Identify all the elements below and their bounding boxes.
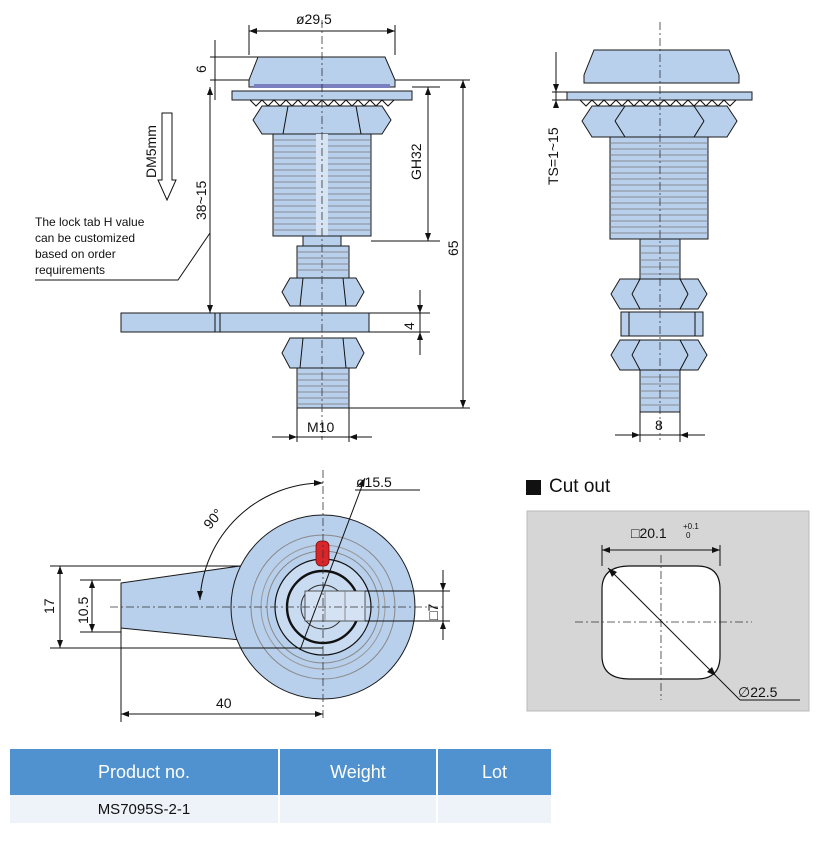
cutout-tol-lower: 0 (686, 531, 691, 540)
front-bottom-thread (296, 367, 350, 409)
side-head (583, 49, 740, 84)
table-row: MS7095S-2-1 (10, 795, 551, 823)
dim-top-diameter: ø15.5 (356, 474, 392, 490)
header-lot: Lot (436, 749, 551, 795)
dim-tab-range: 38~15 (193, 180, 209, 220)
top-view: 90° ø15.5 17 10.5 □7 40 (41, 470, 450, 722)
dim-total: 65 (445, 240, 461, 256)
black-square-icon (526, 479, 541, 495)
dim-head-height: 6 (193, 65, 209, 73)
front-upper-nut (281, 277, 365, 307)
cutout-heading: Cut out (526, 476, 610, 498)
side-lock-tab (620, 311, 704, 337)
dim-square: □7 (425, 604, 441, 620)
cutout-title: Cut out (549, 476, 611, 497)
top-red-marker (315, 540, 330, 567)
dim-angle: 90° (200, 505, 226, 532)
front-view: ø29.5 6 DM5mm 38~15 The lock tab H value… (35, 11, 470, 442)
dim-height-inner: 10.5 (75, 597, 91, 624)
dim-side-width: 8 (655, 417, 663, 433)
side-threaded-body (609, 136, 709, 240)
cutout-panel: □20.1 +0.1 0 ∅22.5 (526, 510, 810, 712)
cell-product-no: MS7095S-2-1 (10, 795, 280, 823)
front-shaft-thread (296, 245, 350, 279)
product-table: Product no. Weight Lot MS7095S-2-1 (10, 749, 551, 823)
dim-tab-thickness: 4 (401, 322, 417, 330)
dim-ts: TS=1~15 (545, 127, 561, 185)
dim-height-outer: 17 (41, 598, 57, 614)
header-weight: Weight (278, 749, 438, 795)
side-view: TS=1~15 8 (545, 22, 753, 442)
dim-length: 40 (216, 695, 232, 711)
front-lock-tab (120, 312, 370, 333)
side-upper-nut (610, 278, 708, 310)
side-lower-nut (610, 339, 708, 371)
cutout-square-dim: □20.1 (631, 525, 667, 541)
cell-lot (436, 795, 551, 823)
dim-dm: DM5mm (143, 125, 159, 178)
front-lower-nut (281, 337, 365, 369)
cell-weight (278, 795, 438, 823)
cutout-tol-upper: +0.1 (683, 522, 699, 531)
dim-thread: M10 (307, 419, 334, 435)
header-product-no: Product no. (10, 749, 280, 795)
side-flange (566, 91, 753, 101)
dim-gh: GH32 (408, 143, 424, 180)
top-lever (120, 565, 241, 641)
cutout-diameter: ∅22.5 (738, 684, 778, 700)
side-hex-nut (581, 105, 738, 138)
table-header-row: Product no. Weight Lot (10, 749, 551, 795)
customization-note: The lock tab H value can be customized b… (35, 215, 148, 277)
dim-diameter-top: ø29.5 (296, 11, 332, 27)
